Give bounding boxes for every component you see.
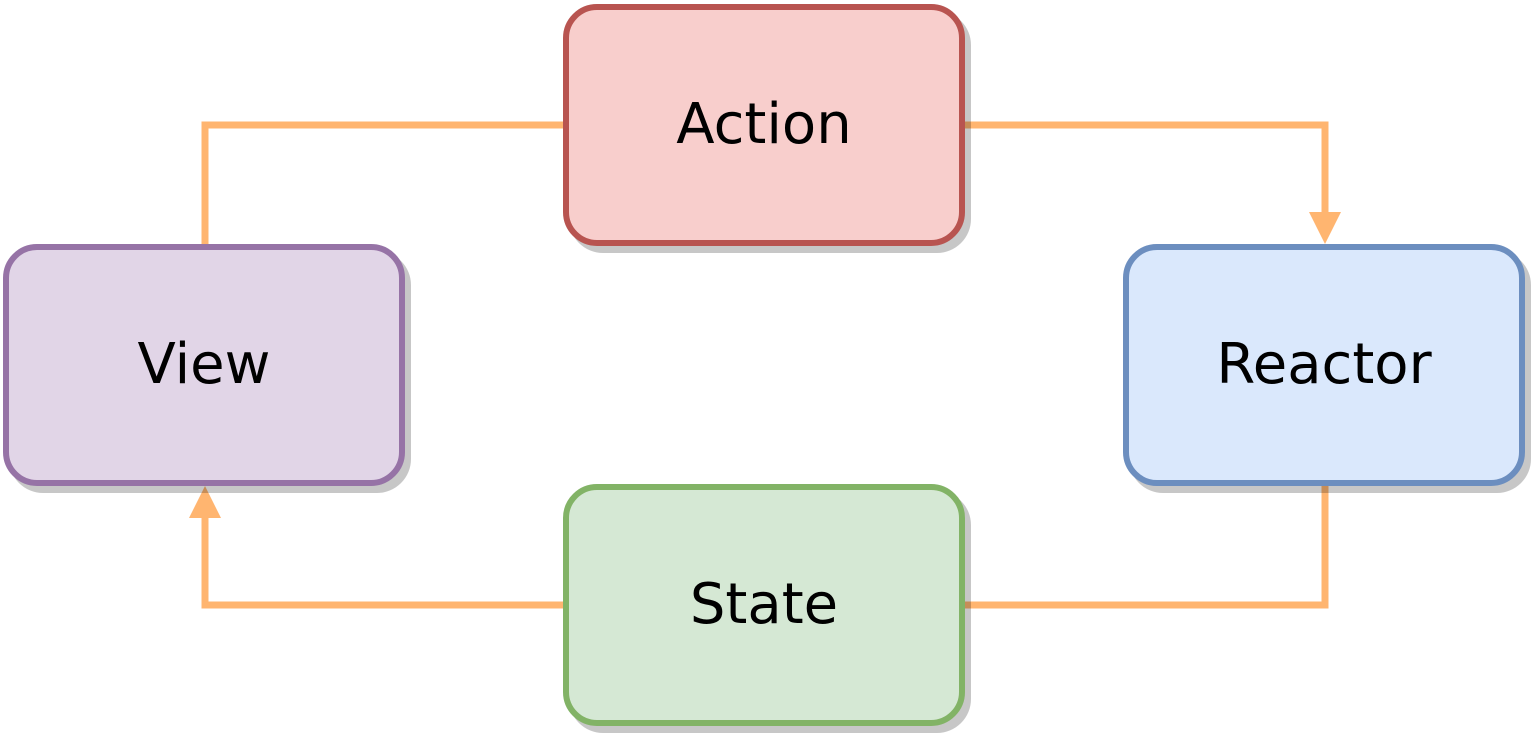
edge-reactor-to-state bbox=[965, 486, 1329, 609]
state-label: State bbox=[689, 572, 839, 637]
state-node: State bbox=[563, 484, 965, 726]
edge-state-to-view bbox=[201, 516, 563, 609]
action-label: Action bbox=[676, 92, 852, 157]
view-label: View bbox=[137, 332, 271, 397]
arrowhead-into-view bbox=[189, 486, 221, 518]
view-node: View bbox=[3, 244, 405, 486]
reactor-node: Reactor bbox=[1123, 244, 1525, 486]
arrowhead-into-reactor bbox=[1309, 212, 1341, 244]
reactor-label: Reactor bbox=[1216, 332, 1432, 397]
action-node: Action bbox=[563, 4, 965, 246]
edge-action-to-reactor bbox=[965, 121, 1329, 214]
edge-view-to-action bbox=[201, 121, 563, 244]
